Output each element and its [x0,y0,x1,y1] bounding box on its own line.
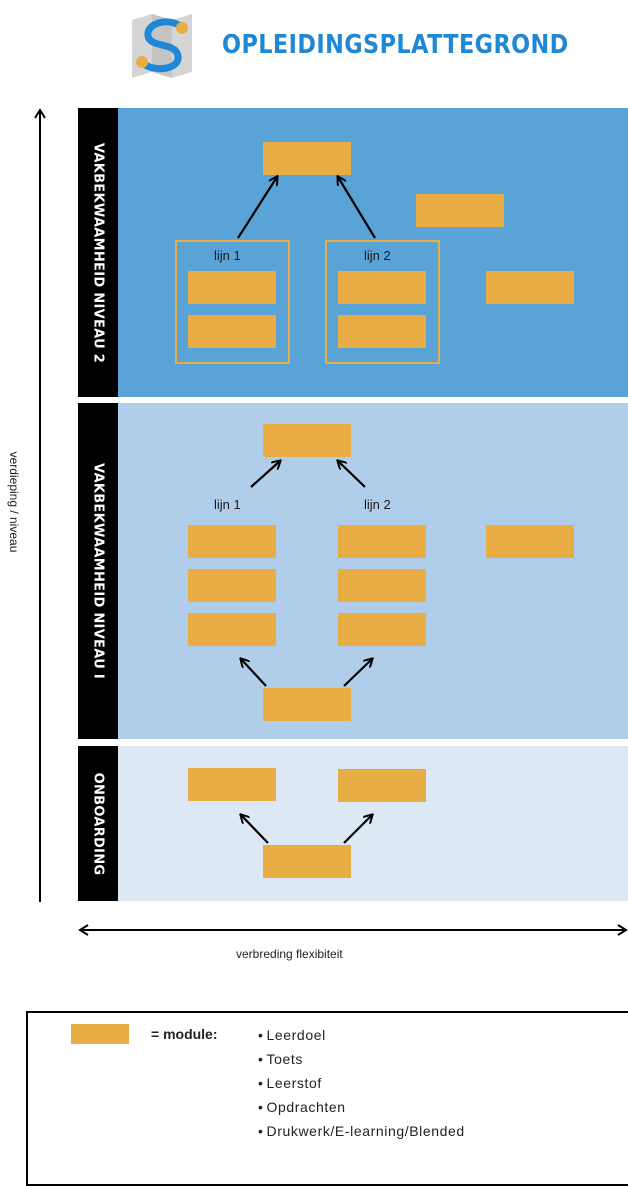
arrow [343,659,372,687]
module-block [188,525,276,558]
module-block [263,142,351,175]
page-title: OPLEIDINGSPLATTEGROND [222,30,569,60]
sidebar-niveau-2: VAKBEKWAAMHEID NIVEAU 2 [78,108,118,397]
legend-module-swatch [71,1024,129,1044]
level-band-niveau-2 [118,108,628,397]
line-label: lijn 2 [364,248,391,263]
arrow [338,177,376,239]
module-block [486,271,574,304]
horizontal-axis-label: verbreding flexibiteit [236,947,343,961]
module-block [338,613,426,646]
module-block [338,315,426,348]
module-block [263,688,351,721]
legend-module-label: = module: [151,1026,218,1042]
legend-item: Toets [258,1050,465,1074]
sidebar-onboarding: ONBOARDING [78,746,118,901]
legend-item: Opdrachten [258,1098,465,1122]
arrow [241,815,269,844]
module-block [263,845,351,878]
module-block [338,769,426,802]
legend-list: Leerdoel Toets Leerstof Opdrachten Drukw… [258,1026,465,1146]
horizontal-axis-arrow [78,924,628,936]
arrow [343,815,372,844]
module-block [188,315,276,348]
arrow [338,461,366,488]
module-block [416,194,504,227]
vertical-axis-arrow [34,108,46,902]
module-block [188,768,276,801]
arrow [250,461,280,488]
arrow [241,659,267,687]
line-label: lijn 1 [214,248,241,263]
legend-box: = module: Leerdoel Toets Leerstof Opdrac… [26,1011,628,1186]
line-label: lijn 2 [364,497,391,512]
logo [128,12,208,80]
legend-item: Drukwerk/E-learning/Blended [258,1122,465,1146]
legend-item: Leerstof [258,1074,465,1098]
module-block [338,271,426,304]
line-group-box [175,240,290,364]
legend-item: Leerdoel [258,1026,465,1050]
module-block [486,525,574,558]
module-block [338,569,426,602]
sidebar-niveau-1: VAKBEKWAAMHEID NIVEAU I [78,403,118,739]
arrow [237,177,277,239]
line-label: lijn 1 [214,497,241,512]
module-block [263,424,351,457]
module-block [188,613,276,646]
module-block [338,525,426,558]
module-block [188,271,276,304]
module-block [188,569,276,602]
map-s-logo-icon [132,14,192,78]
line-group-box [325,240,440,364]
